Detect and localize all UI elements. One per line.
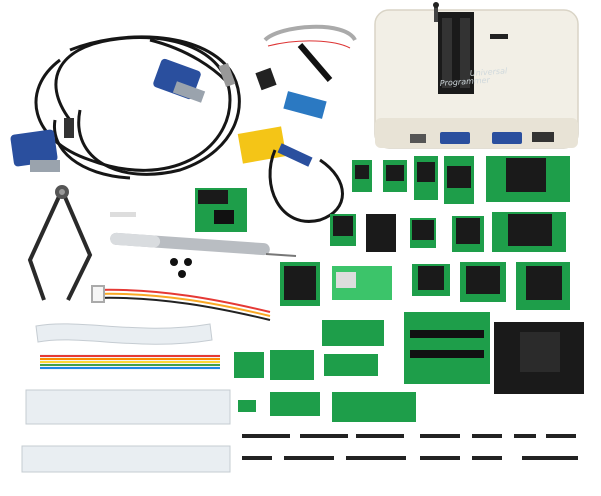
yellow-warning-clip (237, 126, 344, 223)
vga-connector-left (10, 129, 60, 172)
chip-extractor-tool (27, 185, 93, 301)
vga-port-left (440, 132, 470, 144)
black-socket-adapter (280, 262, 320, 306)
zif-adapter-board (195, 188, 247, 232)
usb-port (410, 134, 426, 143)
zif-lever (434, 4, 438, 22)
vga-port-right (492, 132, 522, 144)
ribbon-cables (21, 323, 231, 473)
pin-headers (242, 434, 578, 460)
usb-plug-b (64, 118, 74, 138)
universal-programmer-device: Universal Programmer (374, 2, 579, 149)
programmer-label-line1: Universal (470, 66, 509, 78)
adapter-board-small-blue (283, 91, 327, 119)
adapter-pcbs (234, 312, 584, 422)
usb-plug (218, 62, 236, 88)
vga-connector-top (153, 58, 206, 103)
soic-test-clip (255, 24, 357, 119)
cable-bundle (34, 35, 241, 180)
jumper-wire-bundle (91, 285, 271, 321)
vacuum-pickup-pen (110, 212, 297, 278)
programmer-label-line2: Programmer (440, 75, 491, 88)
socket-adapters (330, 156, 570, 310)
